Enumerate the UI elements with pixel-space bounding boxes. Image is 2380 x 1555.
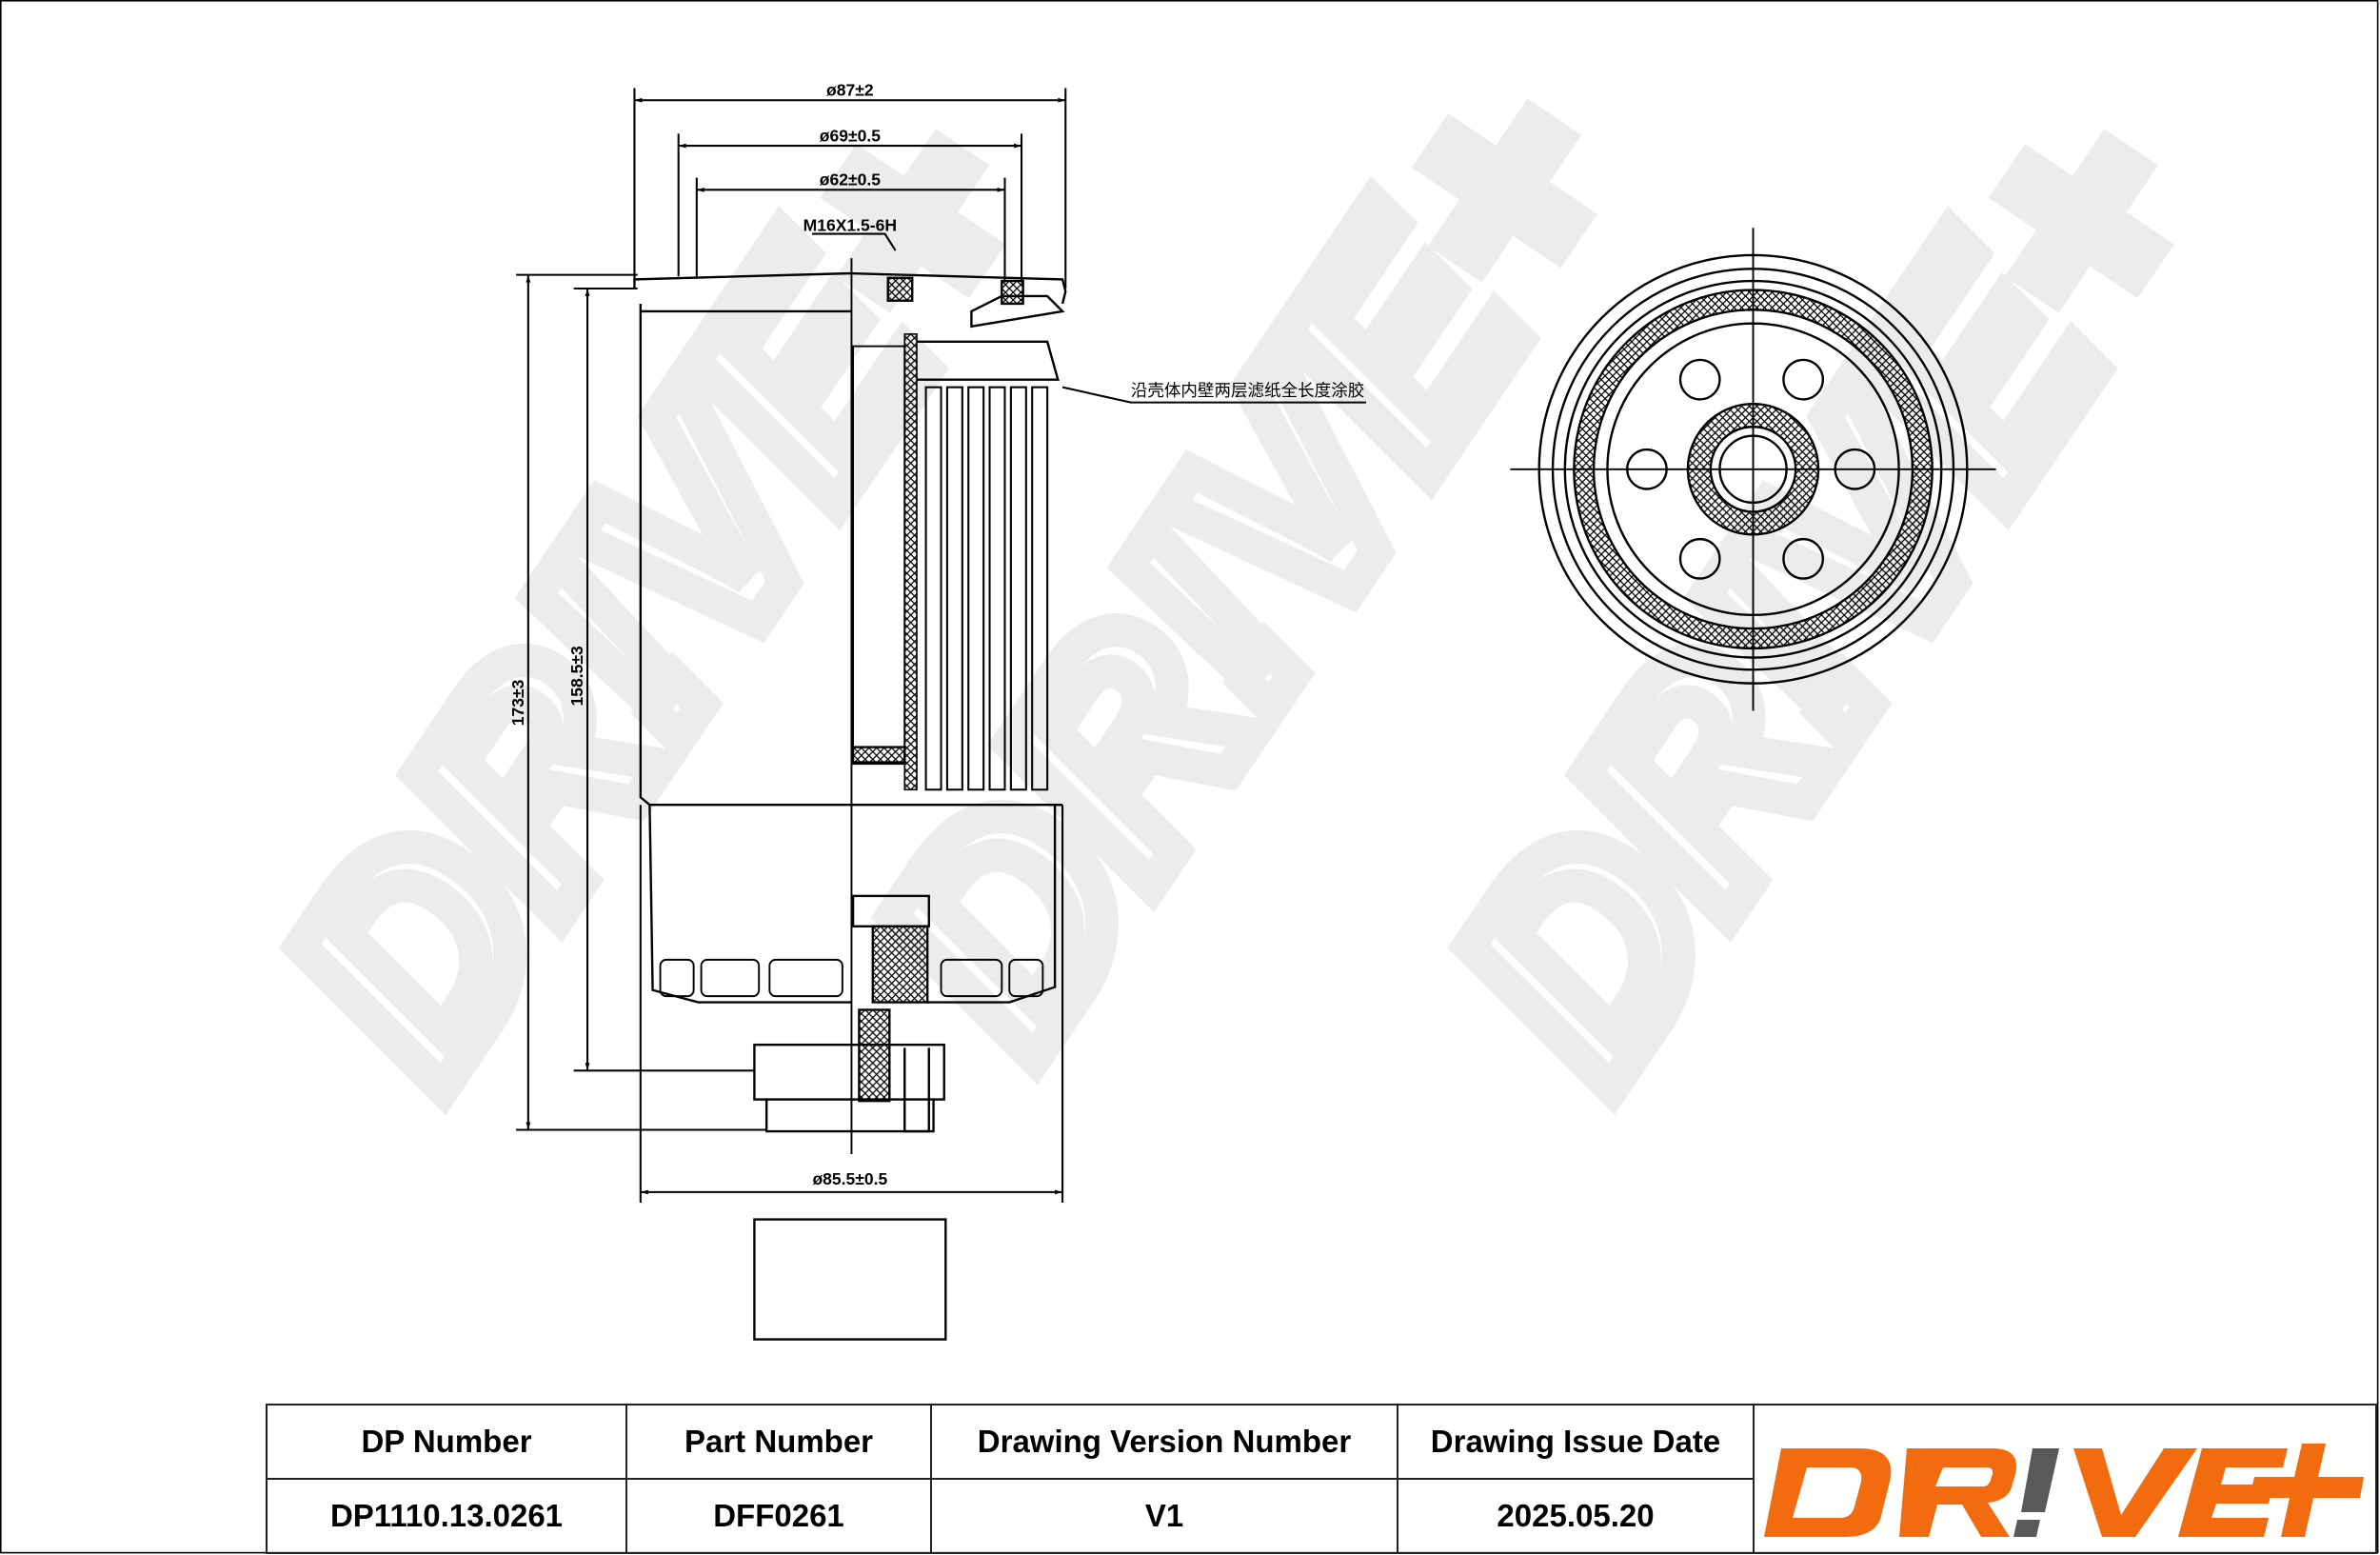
header-part-number: Part Number — [625, 1404, 932, 1480]
header-dp-number: DP Number — [266, 1404, 627, 1480]
dim-body-diameter: ø85.5±0.5 — [812, 1169, 887, 1188]
dim-thread: M16X1.5-6H — [803, 215, 897, 234]
header-drawing-version: Drawing Version Number — [930, 1404, 1398, 1480]
dp-number-value: DP1110.13.0261 — [266, 1478, 627, 1554]
issue-date-value: 2025.05.20 — [1397, 1478, 1755, 1554]
dim-body-height: 158.5±3 — [567, 646, 586, 706]
part-number-value: DFF0261 — [625, 1478, 932, 1554]
header-issue-date: Drawing Issue Date — [1397, 1404, 1755, 1480]
dim-total-height: 173±3 — [508, 679, 527, 726]
filter-pleats — [924, 386, 1049, 791]
drawing-version-value: V1 — [930, 1478, 1398, 1554]
title-block: DP Number Part Number Drawing Version Nu… — [266, 1404, 2377, 1554]
dimension-lines — [516, 88, 1366, 1204]
filter-side-view — [633, 258, 1067, 1154]
filter-top-view — [1510, 228, 1996, 711]
empty-box — [753, 1218, 947, 1341]
dim-outer-diameter: ø87±2 — [826, 80, 874, 99]
dim-gasket-outer: ø69±0.5 — [820, 126, 881, 145]
watermark: DR!VE+ DR!VE+ DR!VE+ — [208, 17, 2273, 1145]
drive-plus-logo — [1764, 1444, 2364, 1537]
dim-gasket-inner: ø62±0.5 — [820, 170, 881, 189]
glue-note: 沿壳体内壁两层滤纸全长度涂胶 — [1131, 382, 1364, 401]
